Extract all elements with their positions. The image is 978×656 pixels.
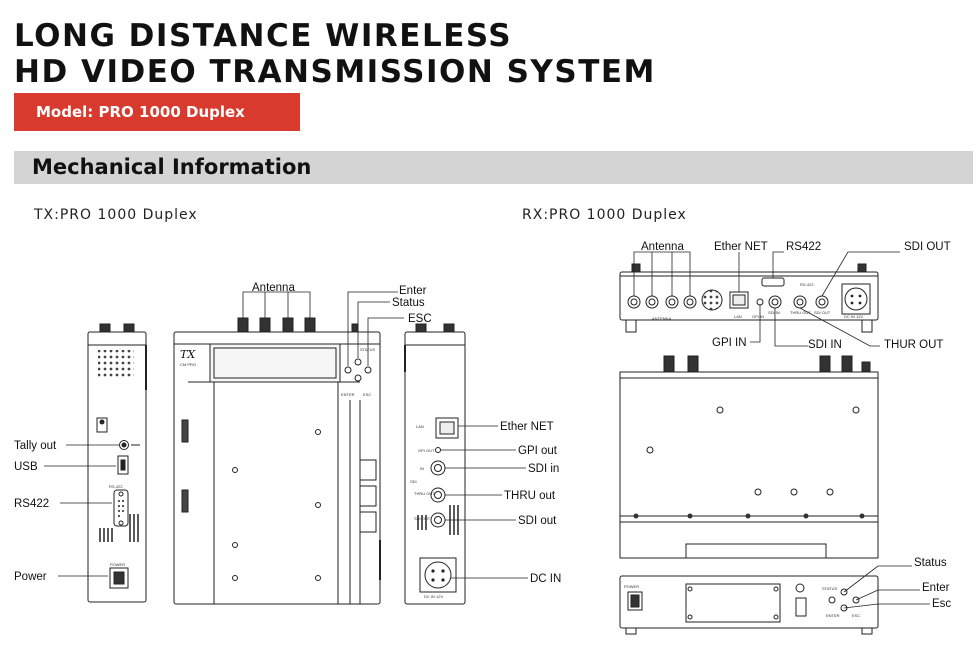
title-line-1: LONG DISTANCE WIRELESS [14,18,513,54]
rx-ethernet-callout: Ether NET [714,241,768,253]
tx-gpi-callout: GPI out [518,445,558,457]
rx-power-panel-label: POWER [624,584,639,589]
rx-gpi-callout: GPI IN [712,337,747,349]
title-line-2: HD VIDEO TRANSMISSION SYSTEM [14,54,656,90]
tx-esc-panel-label: ESC [363,392,371,397]
section-heading: Mechanical Information [14,151,973,184]
tx-heading: TX:PRO 1000 Duplex [34,207,198,223]
tx-brand-sub: CM PRO [180,362,196,367]
tx-front-view [173,317,381,605]
rx-sdiout-panel-label: SDI OUT [814,310,831,315]
rx-callout-lines [633,251,930,609]
rx-antenna-callout: Antenna [641,241,684,253]
tx-power-callout: Power [14,571,47,583]
tx-dc-panel-label: DC IN 12V [424,594,443,599]
tx-rear-view [404,323,466,605]
tx-dc-callout: DC IN [530,573,561,585]
rx-esc-panel-label: ESC [852,613,860,618]
rx-thru-panel-label: THRU OUT [790,310,811,315]
model-badge: Model: PRO 1000 Duplex [14,93,300,131]
tx-brand-mark: TX [180,348,196,361]
rx-enter-panel-label: ENTER [826,613,840,618]
tx-side-view [87,323,147,603]
rx-rear-view [619,263,879,333]
tx-usb-callout: USB [14,461,38,473]
tx-sdi-out-callout: SDI out [518,515,557,527]
tx-sdiout-panel-label: SDI OUT [414,516,431,521]
rx-front-view [619,575,879,635]
rx-dc-panel-label: DC IN 12V [844,314,863,319]
rx-enter-callout: Enter [922,582,950,594]
tx-gpi-panel-label: GPI OUT [418,448,435,453]
rx-status-panel-label: STATUS [822,586,838,591]
rx-sdi-in-callout: SDI IN [808,339,842,351]
rx-esc-callout: Esc [932,598,951,610]
rx-rs422-panel-label: RS-422 [800,282,814,287]
tx-enter-panel-label: ENTER [341,392,355,397]
tx-sdi-panel-label: SDI [410,479,417,484]
tx-ethernet-callout: Ether NET [500,421,554,433]
tx-thru-callout: THRU out [504,490,556,502]
tx-sdi-in-callout: SDI in [528,463,559,475]
tx-status-callout: Status [392,297,425,309]
rx-antenna-panel-label: ANTENNA [652,316,671,321]
rx-top-view [619,355,879,559]
rx-thur-callout: THUR OUT [884,339,943,351]
tx-esc-callout: ESC [408,313,432,325]
tx-antenna-callout: Antenna [252,282,295,294]
tx-rs422-callout: RS422 [14,498,49,510]
tx-callout-lines [44,291,528,579]
tx-thru-panel-label: THRU OUT [414,491,435,496]
tx-tally-callout: Tally out [14,440,57,452]
tx-in-panel-label: IN [420,466,424,471]
rx-heading: RX:PRO 1000 Duplex [522,207,687,223]
tx-power-panel-label: POWER [110,562,125,567]
document-title: LONG DISTANCE WIRELESS HD VIDEO TRANSMIS… [14,18,656,90]
rx-sdi-out-callout: SDI OUT [904,241,951,253]
rx-lan-panel-label: LAN [734,314,742,319]
tx-enter-callout: Enter [399,285,427,297]
tx-rs422-panel-label: RS-422 [109,484,123,489]
rx-sdiin-panel-label: SDI IN [768,310,780,315]
rx-rs422-callout: RS422 [786,241,821,253]
tx-lan-panel-label: LAN [416,424,424,429]
rx-gpi-panel-label: GPI IN [752,314,764,319]
rx-status-callout: Status [914,557,947,569]
